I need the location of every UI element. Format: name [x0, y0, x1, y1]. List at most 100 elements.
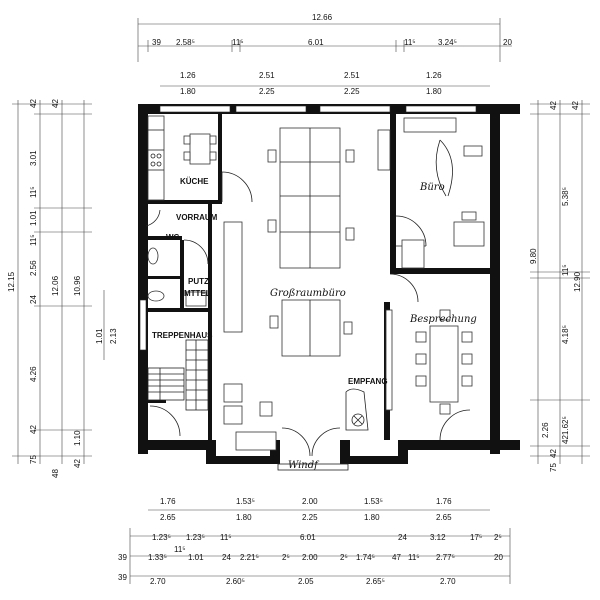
left-dimension-lines — [12, 100, 105, 464]
dim-bottom-window-lower: 1.80 — [364, 513, 380, 522]
dim-top-seg: 20 — [503, 38, 512, 47]
dim-window-lower: 1.80 — [180, 87, 196, 96]
dim-top-seg: 11⁵ — [404, 38, 416, 47]
dim-left-inner: 10.96 — [73, 275, 82, 296]
dim-bottom-row1: 17⁵ — [470, 533, 482, 542]
dim-bottom-row2: 11⁵ — [408, 553, 420, 562]
dim-left-mid: 12.06 — [51, 275, 60, 296]
dim-right-seg: 42 — [571, 101, 580, 110]
dim-left-seg: 11⁵ — [29, 234, 38, 246]
dim-bottom-row3: 2.70 — [440, 577, 456, 586]
wc-fixtures — [147, 247, 207, 307]
right-dimension-lines — [530, 100, 590, 464]
dim-window-upper: 1.26 — [180, 71, 196, 80]
dim-bottom-row2: 2⁵ — [340, 553, 348, 562]
room-label-treppenhaus: TREPPENHAUS — [152, 331, 213, 340]
dim-bottom-window-upper: 1.53⁵ — [236, 497, 255, 506]
dim-bottom-row1: 1.23⁵ — [186, 533, 205, 542]
dim-left-seg: 11⁵ — [29, 186, 38, 198]
dim-left-door: 1.01 — [95, 328, 104, 344]
dim-bottom-row2: 2.21⁵ — [240, 553, 259, 562]
dim-left-seg: 42 — [29, 425, 38, 434]
dim-right-outer: 12.90 — [573, 271, 582, 292]
room-label-buero: Büro — [419, 182, 445, 193]
open-office-furniture — [223, 127, 393, 451]
dim-bottom-row2: 2.00 — [302, 553, 318, 562]
dim-bottom-window-upper: 1.76 — [160, 497, 176, 506]
dim-window-lower: 2.25 — [344, 87, 360, 96]
dim-bottom-row2: 1.33⁵ — [148, 553, 167, 562]
outer-walls — [138, 104, 520, 471]
dim-bottom-row2: 24 — [222, 553, 231, 562]
dim-bottom-row1: 11⁵ — [220, 533, 232, 542]
dim-top-seg: 11⁵ — [232, 38, 244, 47]
dim-bottom-row3: 2.65⁵ — [366, 577, 385, 586]
room-label-windfang: Windf — [288, 460, 320, 471]
dim-window-lower: 2.25 — [259, 87, 275, 96]
dim-window-upper: 2.51 — [259, 71, 275, 80]
dim-right-seg: 42 — [549, 101, 558, 110]
dim-bottom-window-lower: 1.80 — [236, 513, 252, 522]
dim-bottom-window-lower: 2.65 — [436, 513, 452, 522]
dim-right-seg: 11⁵ — [561, 264, 570, 276]
room-label-putz: PUTZ — [188, 277, 209, 286]
dim-left-door: 2.13 — [109, 328, 118, 344]
dim-top-seg: 2.58⁵ — [176, 38, 195, 47]
dim-bottom-row3: 2.05 — [298, 577, 314, 586]
reception-desk — [345, 388, 369, 431]
dim-right-seg: 5.38⁵ — [561, 187, 570, 206]
dim-bottom-window-upper: 1.53⁵ — [364, 497, 383, 506]
dim-left-seg: 4.26 — [29, 366, 38, 382]
room-label-wc: WC — [166, 233, 180, 242]
dim-left-outer: 12.15 — [7, 271, 16, 292]
dim-bottom-window-upper: 2.00 — [302, 497, 318, 506]
dim-window-lower: 1.80 — [426, 87, 442, 96]
office-furniture — [401, 117, 485, 269]
staircase — [147, 339, 209, 411]
dim-bottom-window-upper: 1.76 — [436, 497, 452, 506]
dim-top-total: 12.66 — [312, 13, 333, 22]
dim-bottom-window-lower: 2.25 — [302, 513, 318, 522]
dim-left-seg: 24 — [29, 295, 38, 304]
dim-left-seg: 42 — [29, 99, 38, 108]
room-label-besprechung: Besprechung — [409, 314, 477, 325]
dim-left-seg: 1.01 — [29, 210, 38, 226]
dim-bottom-row2: 11⁵ — [174, 545, 186, 554]
door-arcs — [145, 171, 471, 457]
dim-bottom-window-lower: 2.65 — [160, 513, 176, 522]
dim-left-seg: 48 — [51, 469, 60, 478]
dim-left-seg: 2.56 — [29, 260, 38, 276]
dim-bottom-row2: 47 — [392, 553, 401, 562]
dim-bottom-row3: 2.70 — [150, 577, 166, 586]
bottom-dimension-lines — [129, 509, 511, 584]
room-label-mittel: MTTEL — [184, 289, 211, 298]
dim-top-seg: 39 — [152, 38, 161, 47]
dim-left-seg: 42 — [51, 99, 60, 108]
dim-bottom-row1: 2⁵ — [494, 533, 502, 542]
dim-right-seg: 42 — [549, 449, 558, 458]
dim-bottom-row3: 2.60⁵ — [226, 577, 245, 586]
dim-bottom-row1: 24 — [398, 533, 407, 542]
dim-right-seg: 4.18⁵ — [561, 325, 570, 344]
dim-bottom-row1: 6.01 — [300, 533, 316, 542]
dim-top-seg: 3.24⁵ — [438, 38, 457, 47]
dim-bottom-row2: 2⁵ — [282, 553, 290, 562]
dim-left-seg: 75 — [29, 455, 38, 464]
dim-top-seg: 6.01 — [308, 38, 324, 47]
dim-right-seg: 2.26 — [541, 422, 550, 438]
dim-left-bottom: 1.10 — [73, 430, 82, 446]
room-label-grossraum: Großraumbüro — [270, 288, 346, 299]
dim-bottom-row2: 20 — [494, 553, 503, 562]
room-label-vorraum: VORRAUM — [176, 213, 218, 222]
room-label-kueche: KÜCHE — [180, 177, 209, 186]
dim-left-seg: 3.01 — [29, 150, 38, 166]
dim-bottom-row1: 3.12 — [430, 533, 446, 542]
meeting-furniture — [415, 309, 473, 415]
top-dimension-lines — [137, 18, 512, 87]
dim-bottom-row2: 1.74⁵ — [356, 553, 375, 562]
kitchen-fixtures — [147, 115, 217, 201]
dim-bottom-row3: 39 — [118, 573, 127, 582]
dim-window-upper: 1.26 — [426, 71, 442, 80]
dim-right-mid: 9.80 — [529, 248, 538, 264]
